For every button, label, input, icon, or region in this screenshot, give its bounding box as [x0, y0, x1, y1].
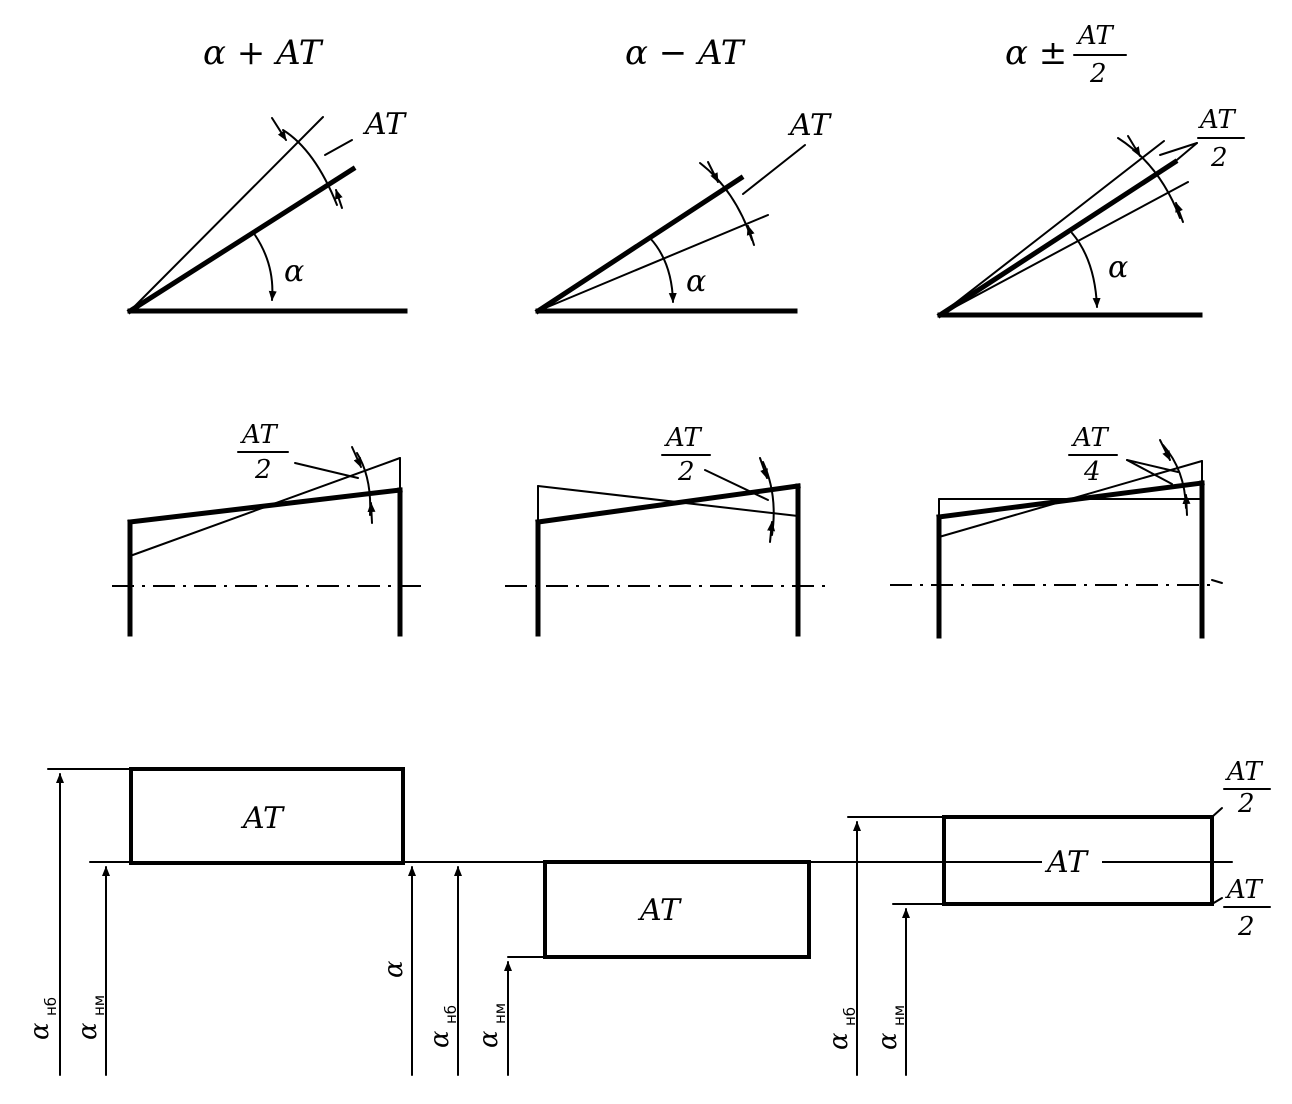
quarter-at-denominator: 4 [1083, 457, 1101, 487]
box-at-label: AT [637, 893, 682, 928]
alpha-min-label: α нм [73, 995, 108, 1040]
svg-text:нм: нм [890, 1005, 908, 1026]
tolerance-box [129, 767, 405, 865]
svg-text:нм: нм [491, 1003, 509, 1024]
svg-text:нб: нб [442, 1005, 460, 1024]
cone-diagram-plusminus: AT 4 [890, 423, 1223, 639]
box-at-label: AT [240, 801, 285, 836]
alpha-min-label: α нм [873, 1005, 908, 1050]
cone-diagram-minus: AT 2 [505, 423, 830, 637]
svg-text:α: α [824, 1032, 854, 1050]
alpha-nominal-label: α [379, 960, 409, 978]
svg-text:α: α [425, 1030, 455, 1048]
svg-text:2: 2 [1089, 59, 1107, 89]
lower-half-at-denominator: 2 [1237, 912, 1255, 942]
tolerance-field-plusminus: AT α нб α нм AT 2 AT 2 [824, 757, 1271, 1076]
heading-alpha-minus-at: α − AT [625, 33, 746, 73]
cone-diagram-plus: AT 2 [112, 420, 425, 637]
half-at-denominator: 2 [254, 455, 272, 485]
box-at-label: AT [1044, 845, 1089, 880]
svg-text:α: α [73, 1022, 103, 1040]
tolerance-box [942, 815, 1214, 906]
angle-diagram-plus: AT α [126, 107, 408, 315]
at-label: AT [362, 107, 407, 142]
half-at-denominator: 2 [1210, 143, 1228, 173]
svg-text:нм: нм [90, 995, 108, 1016]
half-at-numerator: AT [1198, 105, 1236, 135]
svg-text:α: α [873, 1032, 903, 1050]
upper-half-at-numerator: AT [1225, 757, 1263, 787]
alpha-label: α [284, 254, 304, 289]
at-label: AT [787, 108, 832, 143]
lower-half-at-numerator: AT [1225, 875, 1263, 905]
svg-text:AT: AT [1076, 21, 1114, 51]
svg-text:α: α [25, 1022, 55, 1040]
svg-text:α: α [474, 1030, 504, 1048]
svg-text:нб: нб [42, 997, 60, 1016]
svg-text:α ±: α ± [1005, 33, 1067, 73]
tolerance-box [543, 860, 811, 959]
half-at-numerator: AT [664, 423, 702, 453]
angle-diagram-minus: AT α [534, 108, 832, 315]
alpha-max-label: α нб [25, 997, 60, 1040]
alpha-min-label: α нм [474, 1003, 509, 1048]
angle-diagram-plusminus: AT 2 α [936, 105, 1245, 319]
heading-alpha-plus-at: α + AT [203, 33, 324, 73]
tolerance-field-plus: AT α нб α нм α [25, 767, 416, 1076]
heading-alpha-plusminus-half-at: α ± AT 2 [1005, 21, 1127, 89]
alpha-label: α [1108, 250, 1128, 285]
half-at-denominator: 2 [677, 457, 695, 487]
half-at-numerator: AT [240, 420, 278, 450]
alpha-label: α [686, 264, 706, 299]
alpha-max-label: α нб [425, 1005, 460, 1048]
svg-text:нб: нб [841, 1007, 859, 1026]
quarter-at-numerator: AT [1071, 423, 1109, 453]
upper-half-at-denominator: 2 [1237, 789, 1255, 819]
tolerance-field-minus: AT α нб α нм [425, 860, 811, 1076]
svg-text:α: α [379, 960, 409, 978]
alpha-max-label: α нб [824, 1007, 859, 1050]
